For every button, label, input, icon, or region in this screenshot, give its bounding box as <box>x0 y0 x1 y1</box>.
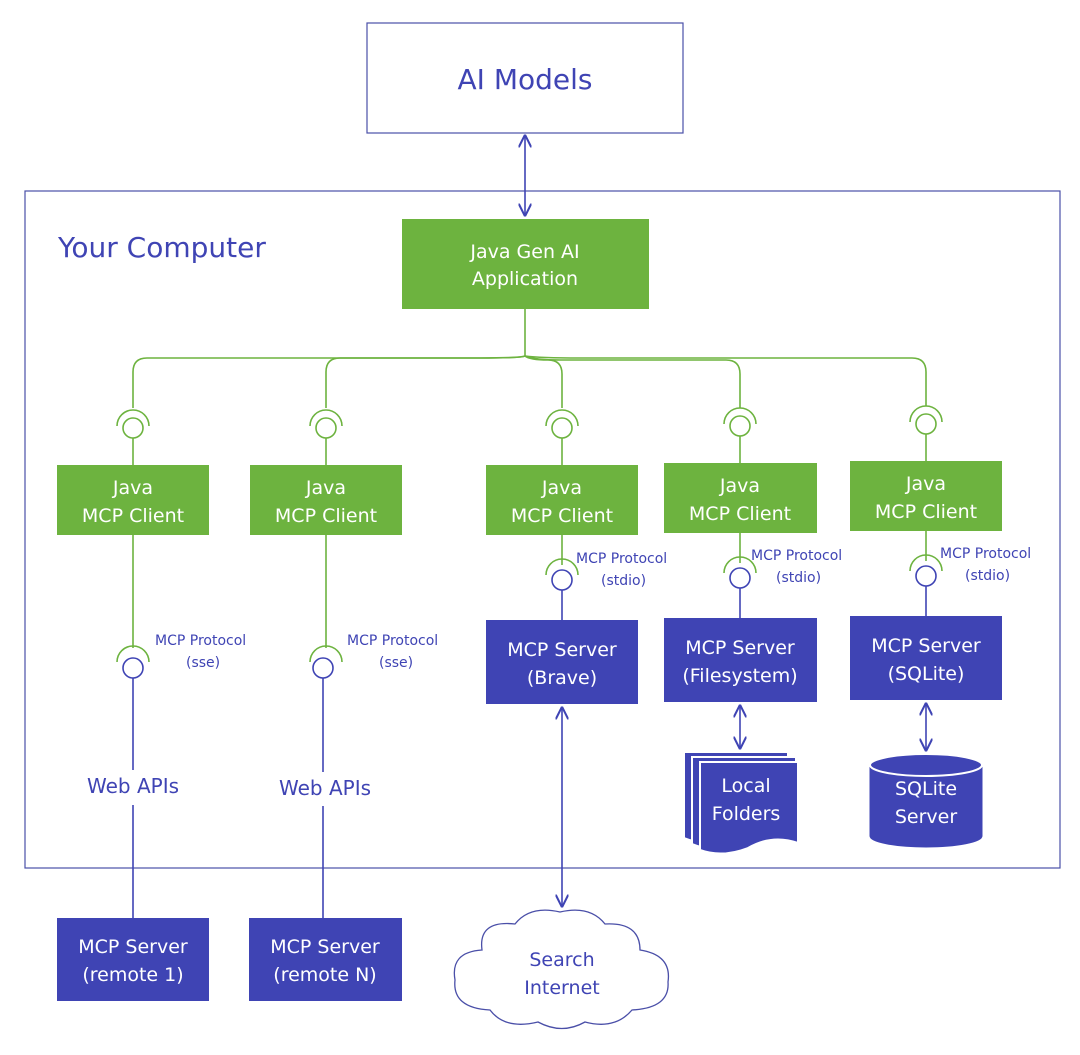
protocol-1-line2: (sse) <box>186 655 220 671</box>
cloud-line1: Search <box>529 949 594 971</box>
client-sockets-top <box>116 405 943 465</box>
remote-n-line1: MCP Server <box>270 936 380 958</box>
sqlite-db-line1: SQLite <box>895 778 957 800</box>
bus-to-client-3 <box>524 355 563 408</box>
client-box-2: Java MCP Client <box>250 465 402 535</box>
ai-models-label: AI Models <box>458 63 593 96</box>
remote-n-line2: (remote N) <box>273 964 376 986</box>
socket-client-1 <box>116 409 150 465</box>
protocol-3-line2: (stdio) <box>601 573 646 589</box>
server-brave-line2: (Brave) <box>527 667 597 689</box>
client-box-3: Java MCP Client <box>486 465 638 535</box>
protocol-3-line1: MCP Protocol <box>576 551 667 567</box>
protocol-links <box>116 531 943 918</box>
your-computer-label: Your Computer <box>57 231 266 264</box>
bus-to-client-5 <box>524 355 927 406</box>
local-folders-shape: Local Folders <box>683 751 799 855</box>
mcp-server-filesystem-box: MCP Server (Filesystem) <box>664 618 817 702</box>
web-apis-label-2: Web APIs <box>279 776 371 800</box>
server-filesystem-line2: (Filesystem) <box>682 665 797 687</box>
folders-line2: Folders <box>712 803 781 825</box>
app-bus-lines <box>132 309 927 408</box>
app-label-line2: Application <box>472 268 578 290</box>
remote-1-line1: MCP Server <box>78 936 188 958</box>
server-brave-line1: MCP Server <box>507 639 617 661</box>
protocol-4-line2: (stdio) <box>776 570 821 586</box>
cloud-line2: Internet <box>524 977 599 999</box>
client-1-line1: Java <box>112 477 153 499</box>
mcp-server-brave-box: MCP Server (Brave) <box>486 620 638 704</box>
socket-client-3 <box>545 409 579 465</box>
java-gen-ai-app-box: Java Gen AI Application <box>402 219 649 309</box>
search-internet-cloud: Search Internet <box>453 909 670 1030</box>
protocol-labels: MCP Protocol (sse) MCP Protocol (sse) MC… <box>155 546 1031 671</box>
protocol-2-line2: (sse) <box>379 655 413 671</box>
bus-to-client-4 <box>524 355 741 408</box>
server-sqlite-line1: MCP Server <box>871 635 981 657</box>
sqlite-db-line2: Server <box>895 806 957 828</box>
client-box-1: Java MCP Client <box>57 465 209 535</box>
socket-client-5 <box>909 405 943 461</box>
protocol-1-line1: MCP Protocol <box>155 633 246 649</box>
client-4-line1: Java <box>719 475 760 497</box>
client-box-5: Java MCP Client <box>850 461 1002 531</box>
client-2-line2: MCP Client <box>275 505 377 527</box>
protocol-5-line1: MCP Protocol <box>940 546 1031 562</box>
protocol-2-line1: MCP Protocol <box>347 633 438 649</box>
sqlite-database-cylinder: SQLite Server <box>869 753 983 848</box>
client-3-line2: MCP Client <box>511 505 613 527</box>
client-5-line1: Java <box>905 473 946 495</box>
ai-models-box: AI Models <box>366 22 684 134</box>
protocol-5-line2: (stdio) <box>965 568 1010 584</box>
server-sqlite-line2: (SQLite) <box>888 663 965 685</box>
bus-to-client-2 <box>325 355 526 408</box>
client-2-line1: Java <box>305 477 346 499</box>
client-5-line2: MCP Client <box>875 501 977 523</box>
client-3-line1: Java <box>541 477 582 499</box>
remote-1-line2: (remote 1) <box>82 964 183 986</box>
app-label-line1: Java Gen AI <box>469 241 579 263</box>
folders-line1: Local <box>721 775 770 797</box>
socket-client-2 <box>309 409 343 465</box>
socket-client-4 <box>723 407 757 463</box>
protocol-4-line1: MCP Protocol <box>751 548 842 564</box>
server-filesystem-line1: MCP Server <box>685 637 795 659</box>
bus-to-client-1 <box>132 355 526 408</box>
mcp-server-remote-1-box: MCP Server (remote 1) <box>57 918 209 1001</box>
client-box-4: Java MCP Client <box>664 463 817 533</box>
your-computer-container: Your Computer <box>24 190 1061 869</box>
mcp-server-sqlite-box: MCP Server (SQLite) <box>850 616 1002 700</box>
client-1-line2: MCP Client <box>82 505 184 527</box>
client-4-line2: MCP Client <box>689 503 791 525</box>
web-apis-label-1: Web APIs <box>87 774 179 798</box>
mcp-server-remote-n-box: MCP Server (remote N) <box>249 918 402 1001</box>
